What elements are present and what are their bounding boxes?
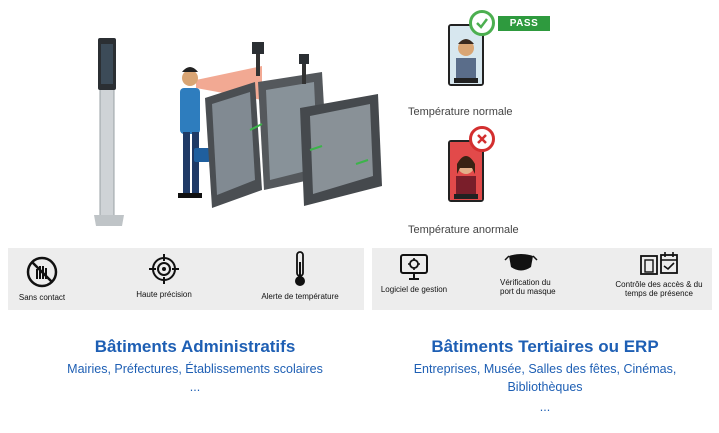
normal-temperature-card: PASS: [440, 10, 550, 120]
woman-face-icon: [450, 142, 482, 200]
section-text-tertiaires: Entreprises, Musée, Salles des fêtes, Ci…: [413, 362, 677, 394]
no-touch-icon: [26, 256, 58, 288]
feature-label: Sans contact: [18, 293, 66, 302]
feature-no-touch: Sans contact: [12, 255, 72, 302]
feature-management-software: Logiciel de gestion: [376, 253, 452, 294]
abnormal-temperature-caption: Température anormale: [408, 224, 519, 236]
section-title-tertiaires: Bâtiments Tertiaires ou ERP: [431, 337, 659, 356]
access-calendar-icon: [640, 252, 678, 275]
feature-access-control: Contrôle des accès & du temps de présenc…: [610, 250, 708, 298]
monitor-gear-icon: [400, 254, 428, 280]
feature-precision: Haute précision: [120, 252, 208, 299]
pass-badge: PASS: [498, 16, 550, 31]
abnormal-temperature-card: [440, 126, 550, 226]
normal-temperature-caption: Température normale: [408, 106, 513, 118]
feature-band-right: Logiciel de gestion Vérification du port…: [372, 248, 712, 310]
temperature-totem: [94, 38, 124, 226]
feature-label: Haute précision: [136, 290, 192, 299]
check-icon: [469, 10, 495, 36]
person-figure: [178, 67, 210, 198]
feature-label: Vérification du port du masque: [500, 278, 556, 296]
crosshair-icon: [149, 254, 179, 284]
section-text-administratifs: Mairies, Préfectures, Établissements sco…: [67, 362, 323, 376]
section-ellipsis-tertiaires: ...: [539, 400, 551, 414]
cross-icon: [469, 126, 495, 152]
feature-label: Alerte de température: [261, 292, 339, 301]
feature-temperature-alert: Alerte de température: [248, 250, 352, 301]
feature-label: Contrôle des accès & du temps de présenc…: [615, 280, 703, 298]
man-face-icon: [450, 26, 482, 84]
feature-band-left: Sans contact Haute précision Alerte de t…: [8, 248, 364, 310]
feature-mask-check: Vérification du port du masque: [500, 250, 566, 296]
section-title-administratifs: Bâtiments Administratifs: [94, 337, 296, 356]
face-mask-icon: [504, 254, 538, 271]
turnstile-illustration: [94, 38, 382, 226]
section-ellipsis-administratifs: ...: [189, 380, 201, 394]
thermometer-icon: [295, 251, 305, 286]
turnstile-gates: [205, 42, 382, 208]
feature-label: Logiciel de gestion: [380, 285, 448, 294]
